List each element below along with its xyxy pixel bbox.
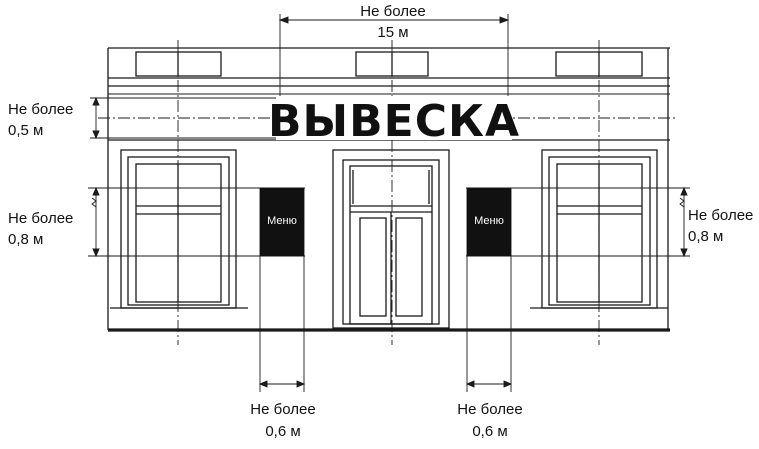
menu-board-left-label: Меню <box>267 215 297 227</box>
dim-width-menu-left-line1: Не более <box>250 401 315 418</box>
dim-width-menu-left-line2: 0,6 м <box>265 423 300 440</box>
sign-text: ВЫВЕСКА <box>268 96 520 147</box>
menu-board-left <box>260 188 304 256</box>
dim-height-sign <box>90 96 290 140</box>
dim-height-menu-right-line2: 0,8 м <box>688 228 723 245</box>
dim-width-sign-line2: 15 м <box>377 24 408 41</box>
dim-height-sign-line1: Не более <box>8 101 73 118</box>
menu-board-right-label: Меню <box>474 215 504 227</box>
dim-height-sign-line2: 0,5 м <box>8 122 43 139</box>
dim-width-menu-right-line2: 0,6 м <box>472 423 507 440</box>
dim-width-menu-right-line1: Не более <box>457 401 522 418</box>
entrance-door <box>332 149 450 329</box>
menu-board-right <box>467 188 511 256</box>
dim-width-sign-line1: Не более <box>360 3 425 20</box>
window-left <box>110 149 248 309</box>
cornice <box>107 47 670 330</box>
dim-height-menu-left-line1: Не более <box>8 210 73 227</box>
sign-background <box>276 96 512 140</box>
dim-height-menu-left-line2: 0,8 м <box>8 231 43 248</box>
dim-height-menu-right-line1: Не более <box>688 207 753 224</box>
